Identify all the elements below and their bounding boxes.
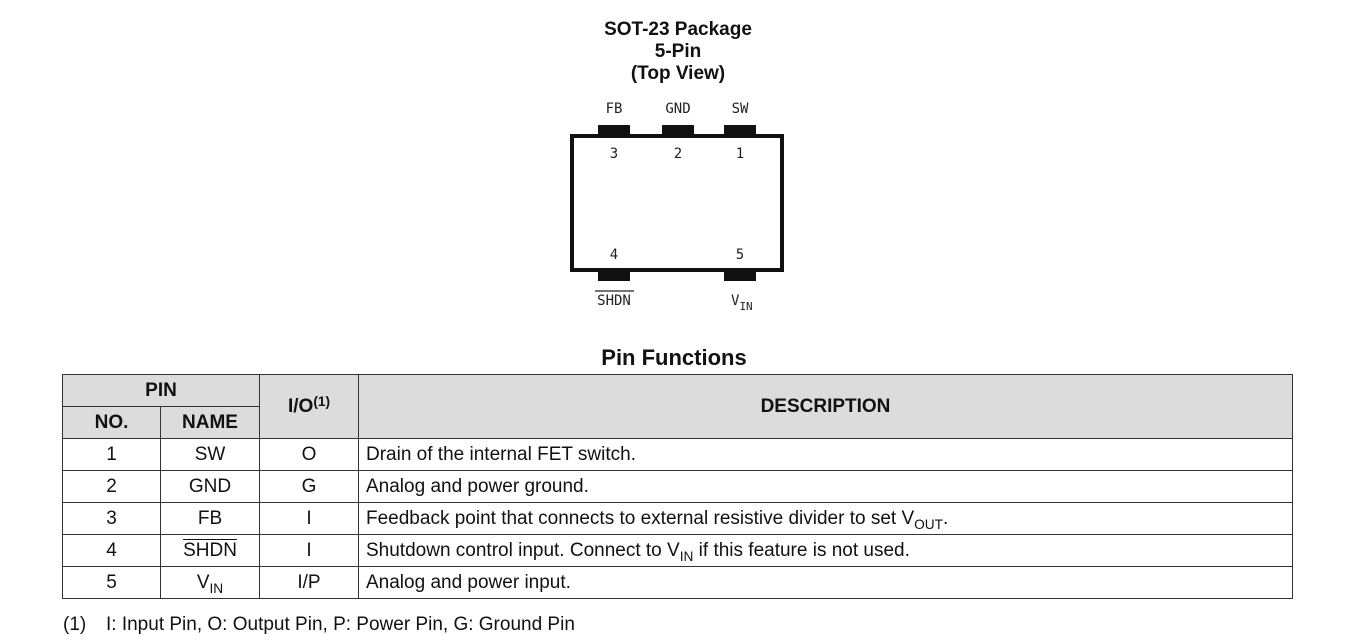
cell-name-overline: SHDN (183, 539, 237, 561)
table-row: 3 FB I Feedback point that connects to e… (62, 502, 1293, 535)
cell-name: GND (160, 470, 260, 503)
package-diagram: FB GND SW 3 2 1 4 5 SHDN VIN (570, 101, 784, 313)
cell-description: Drain of the internal FET switch. (358, 438, 1293, 471)
table-row: 2 GND G Analog and power ground. (62, 470, 1293, 503)
pin-label-sw: SW (732, 101, 749, 117)
pin-label-vin: VIN (731, 293, 753, 313)
desc-subscript: OUT (914, 516, 943, 532)
cell-io: O (259, 438, 359, 471)
table-row: 5 VIN I/P Analog and power input. (62, 566, 1293, 599)
package-title-line3: (Top View) (630, 63, 726, 84)
desc-text-end: . (942, 507, 949, 529)
desc-subscript: IN (679, 548, 694, 564)
cell-no: 4 (62, 534, 161, 567)
footnote: (1) I: Input Pin, O: Output Pin, P: Power… (63, 614, 575, 636)
header-pin: PIN (62, 374, 260, 407)
cell-io: I (259, 502, 359, 535)
pin-lead-1 (724, 125, 756, 136)
desc-text: Shutdown control input. Connect to V (366, 539, 680, 561)
pin-number-1: 1 (736, 146, 744, 162)
cell-name-subscript: IN (209, 580, 224, 596)
pin-label-shdn: SHDN (597, 293, 631, 309)
footnote-number: (1) (63, 614, 87, 635)
pin-number-3: 3 (610, 146, 618, 162)
cell-io: G (259, 470, 359, 503)
header-name: NAME (160, 406, 260, 439)
cell-description: Feedback point that connects to external… (358, 502, 1293, 535)
pin-functions-title: Pin Functions (601, 345, 747, 370)
pin-label-gnd: GND (665, 101, 690, 117)
package-body (570, 134, 784, 272)
header-io: I/O(1) (259, 374, 359, 439)
pin-label-fb: FB (606, 101, 623, 117)
cell-name-main: V (196, 571, 210, 593)
header-description: DESCRIPTION (358, 374, 1293, 439)
pin-lead-4 (598, 270, 630, 281)
cell-no: 2 (62, 470, 161, 503)
desc-text: Feedback point that connects to external… (366, 507, 915, 529)
package-title-line2: 5-Pin (654, 41, 702, 62)
pin-lead-3 (598, 125, 630, 136)
cell-io: I/P (259, 566, 359, 599)
cell-name: FB (160, 502, 260, 535)
pin-number-2: 2 (674, 146, 682, 162)
cell-name: SW (160, 438, 260, 471)
pin-lead-5 (724, 270, 756, 281)
cell-io: I (259, 534, 359, 567)
footnote-text: I: Input Pin, O: Output Pin, P: Power Pi… (106, 614, 575, 635)
table-row: 1 SW O Drain of the internal FET switch. (62, 438, 1293, 471)
header-no: NO. (62, 406, 161, 439)
header-io-footnote: (1) (313, 393, 331, 409)
cell-no: 3 (62, 502, 161, 535)
cell-description: Analog and power input. (358, 566, 1293, 599)
cell-no: 5 (62, 566, 161, 599)
cell-no: 1 (62, 438, 161, 471)
cell-name: SHDN (160, 534, 260, 567)
cell-name: VIN (160, 566, 260, 599)
pin-number-5: 5 (736, 247, 744, 263)
cell-description: Analog and power ground. (358, 470, 1293, 503)
package-title: SOT-23 Package 5-Pin (Top View) (578, 19, 778, 85)
pin-label-vin-sub: IN (739, 300, 752, 313)
header-io-text: I/O (287, 395, 314, 417)
pin-label-vin-main: V (731, 293, 740, 309)
pin-functions-table: PIN I/O(1) DESCRIPTION NO. NAME 1 SW O D… (62, 374, 1293, 599)
pin-lead-2 (662, 125, 694, 136)
pin-number-4: 4 (610, 247, 618, 263)
cell-description: Shutdown control input. Connect to VIN i… (358, 534, 1293, 567)
package-title-line1: SOT-23 Package (604, 19, 752, 40)
table-row: 4 SHDN I Shutdown control input. Connect… (62, 534, 1293, 567)
desc-text-end: if this feature is not used. (693, 539, 910, 561)
